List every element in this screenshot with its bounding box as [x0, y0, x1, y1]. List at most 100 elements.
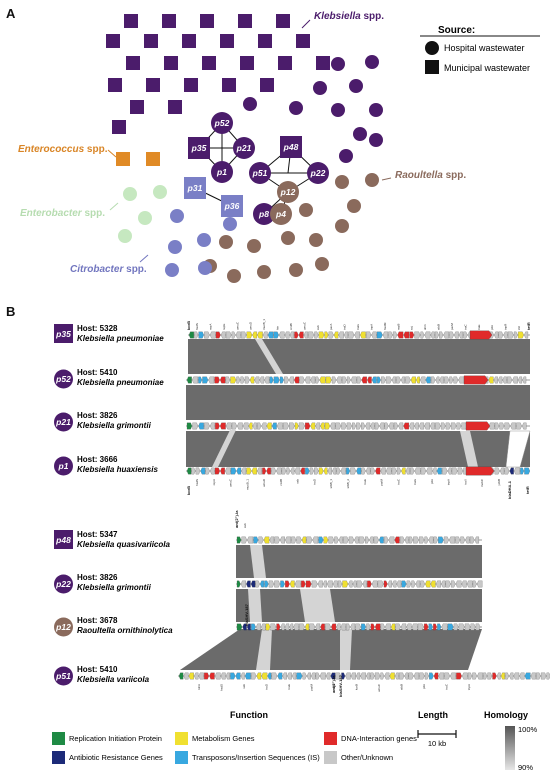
node-raoultella-hospital: [289, 263, 303, 277]
svg-text:p35: p35: [55, 329, 71, 339]
gene-arrow: [251, 467, 257, 475]
gene-arrow: [231, 331, 236, 339]
node-p35: p35: [188, 137, 210, 159]
gene-arrow: [404, 536, 409, 544]
gene-arrow: [362, 580, 367, 588]
gene-arrow: [296, 536, 302, 544]
gene-arrow: [186, 376, 192, 384]
node-p22: p22: [307, 162, 329, 184]
gene-label: hsdS: [220, 684, 224, 691]
gene-label: ccdB: [332, 684, 336, 691]
gene-arrow: [365, 422, 371, 430]
labeled-nodes: p52 p35 p21 p1 p48 p51 p22 p12: [184, 112, 329, 225]
gene-arrow: [268, 580, 274, 588]
gene-arrow: [220, 672, 226, 680]
gene-arrow: [456, 422, 462, 430]
length-legend-title: Length: [418, 710, 448, 720]
svg-text:p21: p21: [55, 417, 71, 427]
svg-text:p35: p35: [191, 143, 207, 153]
gene-arrow: [280, 623, 285, 631]
gene-arrow: [494, 467, 500, 475]
gene-arrow: [198, 331, 204, 339]
gene-arrow: [279, 376, 284, 384]
gene-arrow: [373, 536, 379, 544]
host-labels-group-1: p35 Host: 5328 Klebsiella pneumoniae p52…: [54, 324, 164, 476]
gene-arrow: [240, 580, 246, 588]
gene-arrow: [284, 623, 290, 631]
gene-arrow: [499, 422, 505, 430]
gene-arrow: [384, 422, 389, 430]
gene-arrow: [379, 422, 385, 430]
gene-arrow: [494, 331, 499, 339]
svg-text:p8: p8: [258, 209, 269, 219]
gene-arrow: [269, 536, 275, 544]
homology-legend-title: Homology: [484, 710, 528, 720]
node-klebsiella-hospital: [289, 101, 303, 115]
gene-arrow: [365, 536, 370, 544]
gene-arrow: [476, 580, 483, 588]
gene-arrow: [333, 580, 338, 588]
node-p52: p52: [211, 112, 233, 134]
gene-label: traC: [445, 683, 449, 690]
gene-arrow: [438, 536, 444, 544]
gene-arrow: [387, 580, 392, 588]
gene-arrow: [449, 376, 454, 384]
gene-arrow: [472, 580, 477, 588]
gene-arrow: [518, 376, 523, 384]
node-klebsiella-municipal: [258, 34, 272, 48]
gene-arrow: [255, 580, 260, 588]
gene-arrow: [370, 672, 375, 680]
gene-label: korB: [355, 684, 359, 690]
gene-arrow: [331, 376, 337, 384]
gene-arrow: [352, 422, 356, 430]
gene-label-left-bottom: korB: [186, 486, 191, 495]
gene-arrow: [183, 672, 189, 680]
gene-arrow: [445, 580, 451, 588]
gene-arrow: [396, 467, 401, 475]
svg-text:Klebsiella quasivariicola: Klebsiella quasivariicola: [77, 540, 170, 549]
node-klebsiella-municipal: [108, 78, 122, 92]
gene-arrow: [433, 672, 439, 680]
enterococcus-leader: [107, 149, 117, 158]
antibiotic-swatch: [52, 751, 65, 764]
gene-arrow: [361, 422, 366, 430]
gene-arrow: [225, 672, 230, 680]
gene-arrow: [358, 536, 365, 544]
gene-label: dcm: [423, 324, 427, 330]
gene-arrow: [540, 672, 547, 680]
gene-arrow: [439, 376, 444, 384]
gene-label-left-top: korB: [186, 321, 191, 330]
gene-arrow: [513, 331, 518, 339]
gene-arrow: [312, 536, 319, 544]
gene-arrow: [215, 331, 221, 339]
gene-label: tnpA: [369, 324, 373, 330]
gene-arrow: [374, 422, 380, 430]
gene-arrow: [333, 331, 339, 339]
svg-text:p48: p48: [283, 142, 299, 152]
gene-arrow: [455, 580, 462, 588]
gene-arrow: [225, 467, 231, 475]
svg-text:Klebsiella pneumoniae: Klebsiella pneumoniae: [77, 378, 164, 387]
gene-arrow: [284, 376, 289, 384]
gene-arrow: [524, 467, 530, 475]
gene-arrow: [475, 623, 481, 631]
gene-arrow: [305, 623, 310, 631]
gene-arrow: [298, 422, 305, 430]
gene-arrow: [420, 580, 425, 588]
svg-text:p22: p22: [55, 579, 71, 589]
gene-arrow: [261, 623, 266, 631]
gene-arrow: [419, 422, 425, 430]
gene-arrow: [302, 672, 307, 680]
gene-label: umuC: [302, 321, 306, 330]
gene-arrow: [389, 672, 395, 680]
gene-arrow: [283, 422, 289, 430]
gene-arrow: [383, 580, 388, 588]
gene-label: traG: [356, 323, 360, 330]
gene-arrow: [308, 331, 314, 339]
gene-arrow: [298, 331, 304, 339]
gene-arrow: [289, 331, 294, 339]
gene-arrow: [361, 467, 366, 475]
gene-arrow: [226, 422, 232, 430]
